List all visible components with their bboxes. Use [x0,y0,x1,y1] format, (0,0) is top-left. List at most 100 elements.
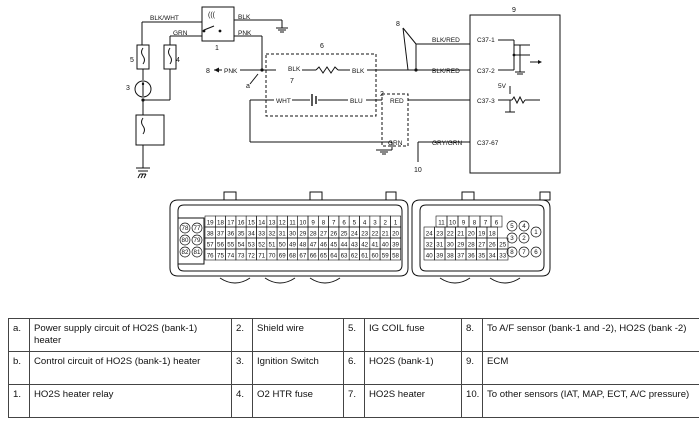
connector-pin-label: 18 [217,219,224,226]
connector-pin-label: 18 [489,230,496,237]
connector-pin-circle [179,234,191,246]
legend-row: a.Power supply circuit of HO2S (bank-1) … [8,318,699,352]
connector-pin-label: 11 [438,219,445,226]
connector-pin-circle-label: 1 [534,229,538,236]
connector-pin-label: 76 [207,252,214,259]
connector-pin-label: 38 [447,252,454,259]
connector-pin-label: 6 [495,219,499,226]
connector-pin-label: 40 [426,252,433,259]
legend-description: HO2S (bank-1) [364,351,462,385]
connector-pin-label: 25 [499,241,506,248]
connector-pin-label: 61 [361,252,368,259]
connector-pin-label: 27 [320,230,327,237]
connector-pin-label: 50 [279,241,286,248]
connector-pin-cell [390,248,401,261]
connector-pin-label: 1 [394,219,398,226]
connector-pin-circle-label: 78 [182,225,189,232]
legend-description: ECM [482,351,699,385]
wire-label-pnk: PNK [238,30,252,37]
connector-pin-label: 32 [269,230,276,237]
connector-pin-circle-label: 77 [194,225,201,232]
connector-pin-label: 9 [462,219,466,226]
connector-pin-label: 20 [392,230,399,237]
legend-key: 8. [461,318,483,352]
connector-pin-label: 39 [436,252,443,259]
connector-pin-label: 29 [299,230,306,237]
connector-pin-label: 11 [289,219,296,226]
connector-pin-label: 24 [351,230,358,237]
connector-pin-circle [518,232,530,244]
connector-pin-circle-label: 5 [510,223,514,230]
sensor-pin-blk: BLK [288,66,301,73]
legend-key: 6. [343,351,365,385]
connector-pin-label: 36 [468,252,475,259]
wire-label-blu: BLU [350,98,363,105]
connector-pin-label: 46 [320,241,327,248]
legend-description: Control circuit of HO2S (bank-1) heater [29,351,232,385]
legend-key: 1. [8,384,30,418]
connector-pin-label: 68 [289,252,296,259]
connector-pin-label: 24 [426,230,433,237]
connector-pin-circle-label: 8 [510,249,514,256]
connector-pin-label: 57 [207,241,214,248]
connector-pin-label: 22 [447,230,454,237]
wire-label-blk-sensor-right: BLK [352,68,365,75]
callout-2: 2 [380,91,384,98]
connector-pin-label: 20 [468,230,475,237]
connector-pin-label: 19 [478,230,485,237]
connector-pin-label: 14 [258,219,265,226]
legend-key: 3. [231,351,253,385]
legend-description: HO2S heater [364,384,462,418]
connector-pin-label: 13 [269,219,276,226]
connector-pin-label: 33 [499,252,506,259]
connector-pin-label: 45 [330,241,337,248]
connector-pin-circle-label: 6 [534,249,538,256]
connector-pin-label: 71 [258,252,265,259]
connector-pin-label: 26 [489,241,496,248]
connector-pin-label: 75 [217,252,224,259]
legend-key: 9. [461,351,483,385]
ho2s-sensor-box [265,53,377,117]
connector-pin-label: 36 [227,230,234,237]
connector-pin-label: 37 [217,230,224,237]
connector-pin-label: 59 [382,252,389,259]
terminal-c37-67: C37-67 [477,140,499,147]
connector-pin-circle-label: 81 [194,249,201,256]
legend-row: b.Control circuit of HO2S (bank-1) heate… [8,351,699,385]
connector-pin-label: 66 [310,252,317,259]
connector-pin-label: 8 [322,219,326,226]
terminal-c37-1: C37-1 [477,37,495,44]
shield-box [381,93,409,147]
legend-key: b. [8,351,30,385]
connector-pin-label: 41 [372,241,379,248]
connector-pin-label: 23 [436,230,443,237]
connector-pin-label: 54 [238,241,245,248]
callout-3: 3 [126,85,130,92]
legend-key: 7. [343,384,365,418]
connector-pin-label: 31 [279,230,286,237]
connector-pin-label: 17 [227,219,234,226]
ecm-5v-label: 5V [498,83,507,90]
connector-pin-circle-label: 80 [182,237,189,244]
legend-key: 10. [461,384,483,418]
connector-pin-label: 26 [330,230,337,237]
callout-8b: 8 [396,21,400,28]
connector-pin-circle [518,220,530,232]
connector-pin-circle-label: 82 [182,249,189,256]
ecm-box [469,14,561,174]
connector-pin-label: 69 [279,252,286,259]
connector-pin-label: 67 [299,252,306,259]
legend-description: To other sensors (IAT, MAP, ECT, A/C pre… [482,384,699,418]
connector-pin-cell [497,248,509,261]
wiring-diagram: ((( 1 BLK/WHT BLK GRN PNK 5 4 3 8 PNK [126,6,561,284]
connector-pin-label: 38 [207,230,214,237]
relay-box [201,6,235,42]
connector-pin-label: 2 [384,219,388,226]
connector-pin-label: 65 [320,252,327,259]
connector-pin-label: 15 [248,219,255,226]
legend-description: To A/F sensor (bank-1 and -2), HO2S (ban… [482,318,699,352]
callout-a: a [246,83,250,90]
connector-pin-circle [179,246,191,258]
legend-key: 2. [231,318,253,352]
connector-pin-label: 22 [372,230,379,237]
